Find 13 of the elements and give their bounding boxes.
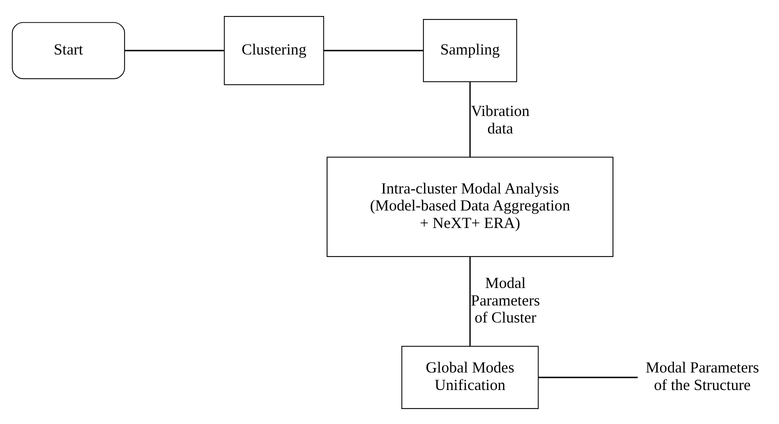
connector [324,49,424,51]
edge-label: Vibration data [470,102,530,137]
connector [469,81,471,156]
node-box: Start [12,22,126,79]
connector [538,376,638,378]
edge-label: Modal Parameters of Cluster [470,274,540,326]
connector [124,49,224,51]
node-box: Intra-cluster Modal Analysis (Model-based Data Aggregation + NeXT+ ERA) [326,156,614,256]
connector [469,256,471,346]
node-box: Sampling [422,18,518,82]
node-box: Global Modes Unification [401,345,539,408]
node-text: Modal Parameters of the Structure [646,359,760,394]
node-box: Clustering [224,16,324,85]
